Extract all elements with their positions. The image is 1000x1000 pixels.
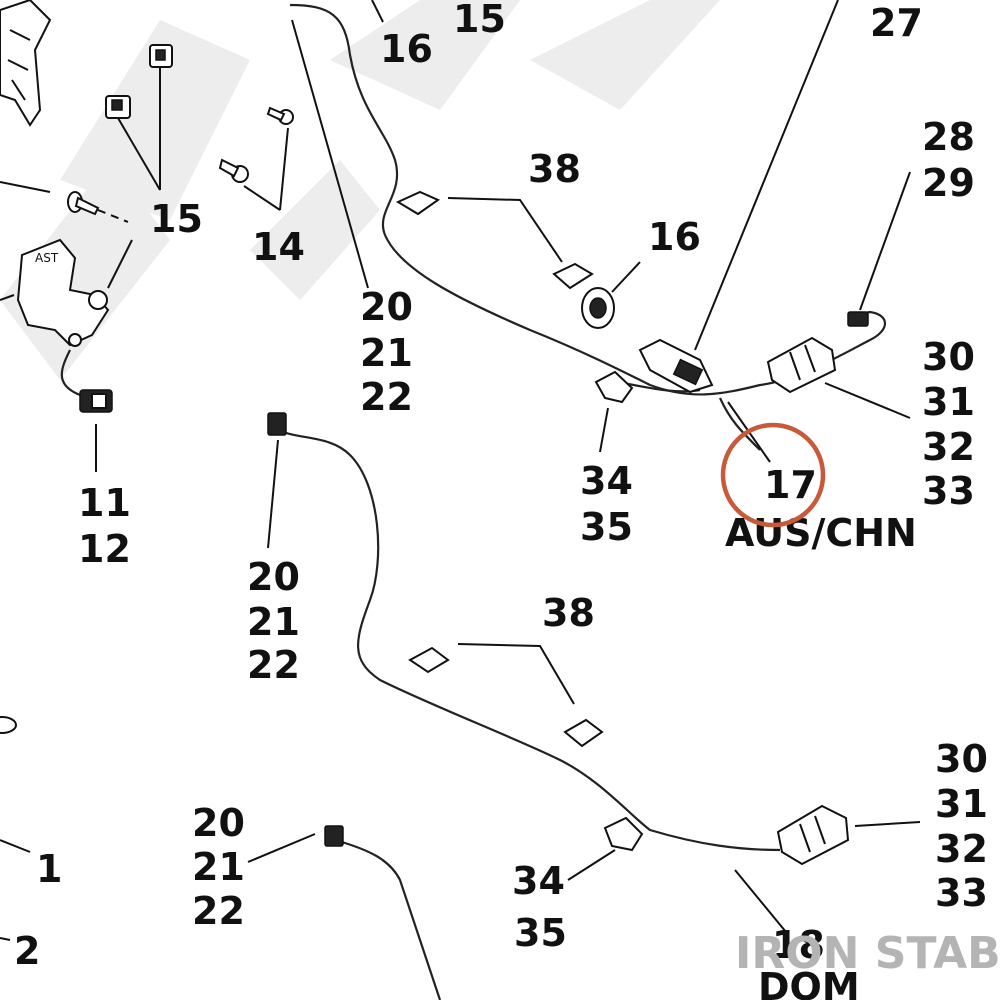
callout-32-bottom: 32 xyxy=(935,827,988,871)
callout-1: 1 xyxy=(36,847,62,891)
callout-33-bottom: 33 xyxy=(935,871,988,915)
top-left-bracket xyxy=(0,0,52,127)
callout-21-mid: 21 xyxy=(247,600,300,644)
label-aus-chn: AUS/CHN xyxy=(725,511,917,555)
callout-20-bottom: 20 xyxy=(192,801,245,845)
callout-30-top: 30 xyxy=(922,335,975,379)
callout-20-mid: 20 xyxy=(247,555,300,599)
speed-nut-15-b xyxy=(105,95,131,119)
grommet-16 xyxy=(581,287,615,329)
watermark-iron-stable: IRON STABLE xyxy=(735,928,1000,979)
connector-20-22-bottom xyxy=(324,825,344,847)
clip-34-35-bottom xyxy=(603,816,644,852)
wire-clip-38-d xyxy=(563,718,604,748)
left-edge-part xyxy=(0,716,17,734)
label-dom: DOM xyxy=(758,965,860,1000)
callout-22-bottom: 22 xyxy=(192,889,245,933)
callout-18: 18 xyxy=(772,923,825,967)
callout-32-top: 32 xyxy=(922,425,975,469)
callout-38-bottom: 38 xyxy=(542,591,595,635)
wire-clip-38-c xyxy=(408,646,450,674)
callout-34-top: 34 xyxy=(580,459,633,503)
push-rivet xyxy=(67,191,100,216)
highlight-circle-17 xyxy=(720,422,826,528)
wire-clip-38-b xyxy=(552,262,594,290)
callout-labels: 27 15 16 38 16 28 29 15 14 20 21 22 30 3… xyxy=(14,0,988,1000)
callout-17: 17 xyxy=(764,463,817,507)
callout-12: 12 xyxy=(78,527,131,571)
callout-15-top: 15 xyxy=(453,0,506,41)
callout-34-bottom: 34 xyxy=(512,859,565,903)
connector-20-22-mid xyxy=(267,412,287,436)
callout-35-bottom: 35 xyxy=(514,911,567,955)
clip-34-35-top xyxy=(594,370,634,404)
connector-30-33-top xyxy=(766,336,837,394)
callout-31-bottom: 31 xyxy=(935,782,988,826)
callout-30-bottom: 30 xyxy=(935,737,988,781)
callout-16-top: 16 xyxy=(380,27,433,71)
lower-wire-harness xyxy=(277,428,781,1000)
callout-15-left: 15 xyxy=(150,197,203,241)
speed-nut-15-a xyxy=(149,44,173,68)
callout-14: 14 xyxy=(252,225,305,269)
callout-33-top: 33 xyxy=(922,469,975,513)
callout-28: 28 xyxy=(922,115,975,159)
callout-31-top: 31 xyxy=(922,380,975,424)
callout-22-mid: 22 xyxy=(247,643,300,687)
callout-22-top: 22 xyxy=(360,375,413,419)
svg-text:AST: AST xyxy=(35,251,59,265)
callout-21-bottom: 21 xyxy=(192,845,245,889)
wire-clip-38-a xyxy=(395,190,441,216)
callout-2: 2 xyxy=(14,929,40,973)
sensor-connector-27 xyxy=(638,338,714,394)
connector-28-29 xyxy=(847,311,869,327)
callout-35-top: 35 xyxy=(580,505,633,549)
connector-30-33-bottom xyxy=(776,804,850,866)
callout-38-top: 38 xyxy=(528,147,581,191)
switch-housing: AST xyxy=(16,238,110,347)
screw-14-b xyxy=(218,158,249,183)
connector-11-12 xyxy=(60,349,113,413)
callout-11: 11 xyxy=(78,481,131,525)
callout-27: 27 xyxy=(870,1,923,45)
callout-29: 29 xyxy=(922,161,975,205)
callout-21-top: 21 xyxy=(360,331,413,375)
screw-14-a xyxy=(266,106,294,125)
callout-20-top: 20 xyxy=(360,285,413,329)
leader-lines xyxy=(0,0,921,941)
callout-16-mid: 16 xyxy=(648,215,701,259)
